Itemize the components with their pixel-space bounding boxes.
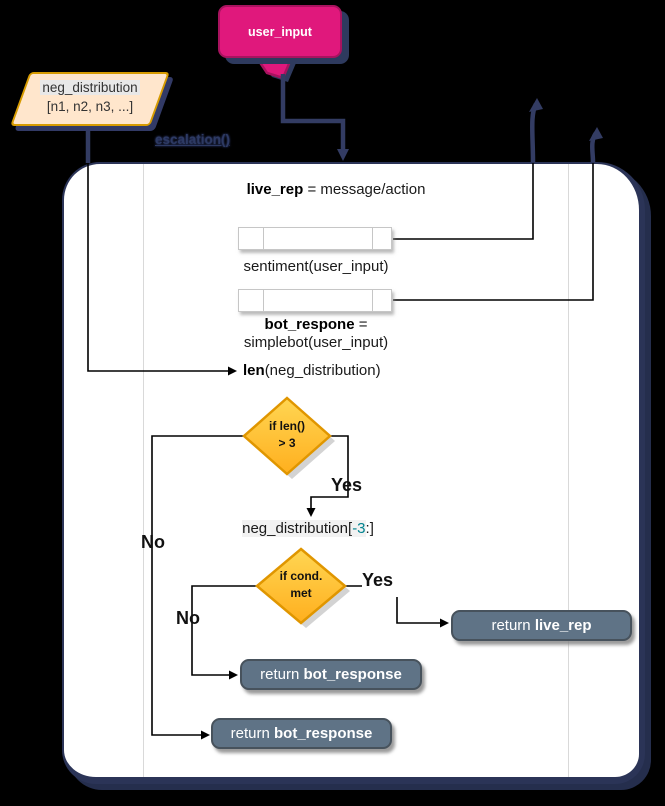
return-live-rep-node: return live_rep — [451, 610, 632, 641]
neg-distribution-subtitle: [n1, n2, n3, ...] — [46, 99, 134, 114]
neg-distribution-node: neg_distribution [n1, n2, n3, ...] — [8, 72, 172, 126]
bubble-tail-shadow — [258, 56, 299, 82]
sentiment-process-bar — [238, 227, 392, 250]
no1-label: No — [141, 532, 165, 552]
live-rep-assignment: live_rep = message/action — [246, 181, 426, 198]
sentiment-caption: sentiment(user_input) — [243, 258, 389, 275]
function-body-container — [62, 162, 645, 784]
arrowhead-into-container — [337, 149, 349, 161]
user-input-label: user_input — [248, 24, 312, 39]
neg-distribution-title: neg_distribution — [40, 80, 140, 95]
bot-process-bar — [238, 289, 392, 312]
len-keyword: len — [243, 362, 265, 379]
len-call: len(neg_distribution) — [243, 362, 381, 379]
decision1-label: if len() > 3 — [269, 419, 305, 450]
yes1-label: Yes — [331, 475, 363, 495]
right-lane-divider — [568, 164, 569, 777]
slice-index: -3 — [352, 520, 366, 537]
arrowhead-up-sentiment — [529, 98, 543, 112]
bot-response-var: bot_respone — [264, 316, 355, 333]
live-rep-var: live_rep — [246, 181, 304, 198]
return-bot-response-node-1: return bot_response — [240, 659, 422, 690]
yes2-label: Yes — [362, 570, 394, 590]
slice-expression: neg_distribution[-3:] — [242, 520, 374, 537]
user-input-node: user_input — [218, 5, 342, 58]
no2-label: No — [176, 608, 200, 628]
return-bot-response-node-2: return bot_response — [211, 718, 392, 749]
function-name-label: escalation() — [155, 132, 231, 147]
bot-assignment: bot_respone = — [264, 316, 368, 333]
bot-caption: simplebot(user_input) — [243, 334, 389, 351]
decision2-label: if cond. met — [279, 569, 323, 600]
arrowhead-up-bot — [589, 127, 603, 141]
left-lane-divider — [143, 164, 144, 777]
